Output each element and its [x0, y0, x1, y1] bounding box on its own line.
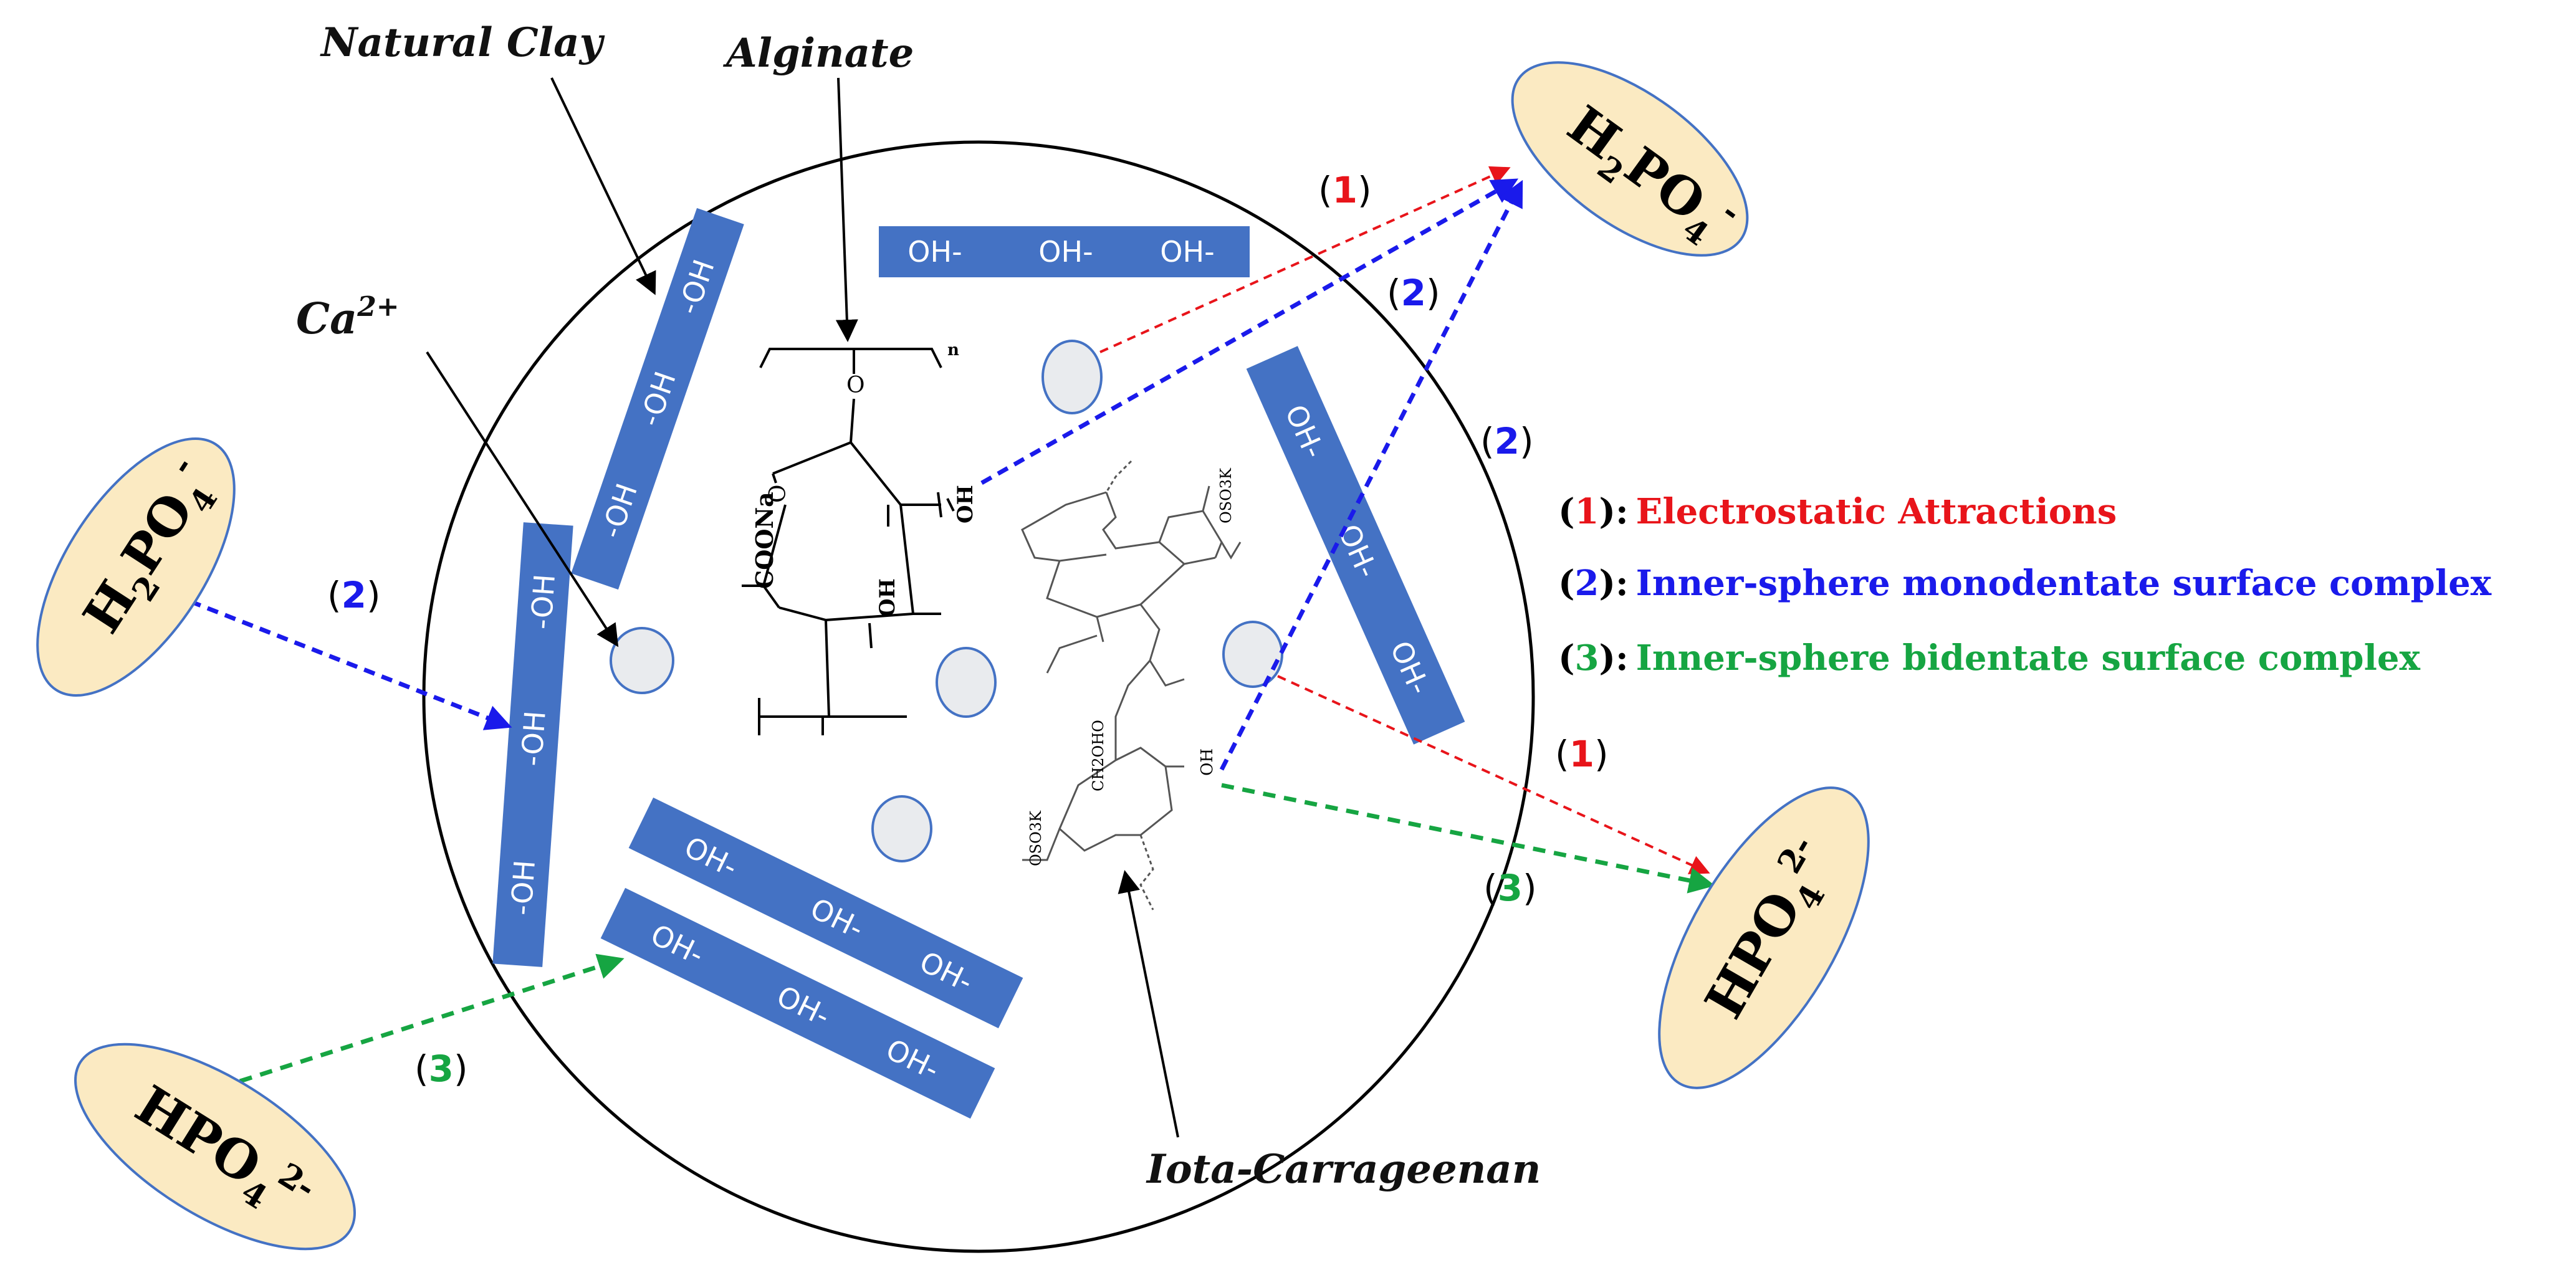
calcium-ion-bead [936, 647, 997, 718]
marker-2-left: (2) [327, 574, 381, 616]
marker-3-right: (3) [1483, 867, 1537, 909]
monodentate-arrow-alginate [980, 178, 1519, 485]
alginate-pointer [835, 77, 858, 342]
monodentate-arrow-carrageenan [1219, 179, 1523, 771]
calcium-ion-bead [1041, 340, 1103, 414]
iota-carrageenan-structure [1021, 460, 1242, 910]
alginate-coona-label: COONa [750, 492, 778, 589]
calcium-ion-bead [871, 795, 932, 862]
carrageenan-oso3k-label: OSO3K [1217, 467, 1235, 523]
carrageenan-oh-label: OH [1198, 748, 1217, 776]
svg-text:(2): (2) [1480, 420, 1534, 462]
hydrogel-bead-outline [422, 140, 1535, 1253]
clay-bar-diag-right: OH- OH- OH- [1246, 346, 1465, 745]
svg-text:OH-: OH- [907, 235, 962, 269]
bidentate-arrow-carrageenan [1221, 783, 1715, 894]
h2po4-ion-left: H2PO4- [36, 437, 236, 697]
natural-clay-label: Natural Clay [320, 19, 605, 66]
legend-item-monodentate: (2):Inner-sphere monodentate surface com… [1558, 563, 2492, 604]
bidentate-arrow-left [239, 953, 625, 1084]
carrageenan-ch2ohoh-label: CH2OHO [1089, 720, 1107, 791]
clay-bar-lower-1: OH- OH- OH- [628, 797, 1023, 1029]
alginate-n-label: n [947, 341, 959, 360]
marker-2-right: (2) [1480, 420, 1534, 462]
legend-item-bidentate: (3):Inner-sphere bidentate surface compl… [1558, 637, 2420, 679]
hpo4-ion-bottom-left: HPO42- [74, 1043, 356, 1251]
svg-text:-OH: -OH [504, 859, 542, 916]
svg-text:(2): (2) [1387, 272, 1440, 314]
svg-text:(2): (2) [327, 574, 381, 616]
svg-text:(3): (3) [1483, 867, 1537, 909]
marker-1-top: (1) [1318, 169, 1372, 211]
clay-bar-lower-2: OH- OH- OH- [600, 887, 995, 1119]
clay-bar-top: OH- OH- OH- [879, 226, 1250, 277]
iota-carrageenan-label: Iota-Carrageenan [1146, 1146, 1541, 1193]
calcium-ion-bead [610, 627, 674, 694]
alginate-o-ring-label: O [765, 484, 791, 503]
svg-text:OH-: OH- [1038, 235, 1093, 269]
carrageenan-oso3k-lower-label: OSO3K [1027, 810, 1045, 866]
marker-1-right: (1) [1555, 733, 1609, 775]
alginate-structure [742, 348, 955, 735]
svg-text:(1): (1) [1555, 733, 1609, 775]
alginate-oh-right-label: OH [953, 485, 978, 523]
monodentate-arrow-left [189, 599, 512, 730]
legend: (1):Electrostatic Attractions (2):Inner-… [1558, 491, 2492, 679]
legend-item-electrostatic: (1):Electrostatic Attractions [1558, 491, 2117, 532]
alginate-o-label: O [846, 373, 865, 398]
svg-text:-OH: -OH [515, 710, 552, 767]
hpo4-ion-right: HPO42- [1658, 786, 1870, 1089]
h2po4-ion-top-right: H2PO4- [1511, 61, 1749, 257]
svg-text:(1): (1) [1318, 169, 1372, 211]
clay-bar-vert-left: -OH -OH -OH [492, 522, 573, 967]
iota-carrageenan-pointer [1118, 870, 1179, 1138]
calcium-ion-bead [1222, 621, 1283, 688]
calcium-label: Ca2+ [296, 291, 400, 344]
alginate-oh-label: OH [875, 578, 900, 617]
alginate-label: Alginate [723, 30, 914, 77]
svg-text:OH-: OH- [1160, 235, 1214, 269]
marker-2-top: (2) [1387, 272, 1440, 314]
electrostatic-arrow-right [1277, 675, 1710, 874]
svg-text:-OH: -OH [524, 573, 562, 630]
svg-text:(3): (3) [414, 1048, 468, 1090]
calcium-pointer [426, 351, 619, 647]
marker-3-left: (3) [414, 1048, 468, 1090]
natural-clay-pointer [550, 77, 656, 295]
clay-bar-diag-left: -OH -OH -OH [571, 208, 744, 590]
